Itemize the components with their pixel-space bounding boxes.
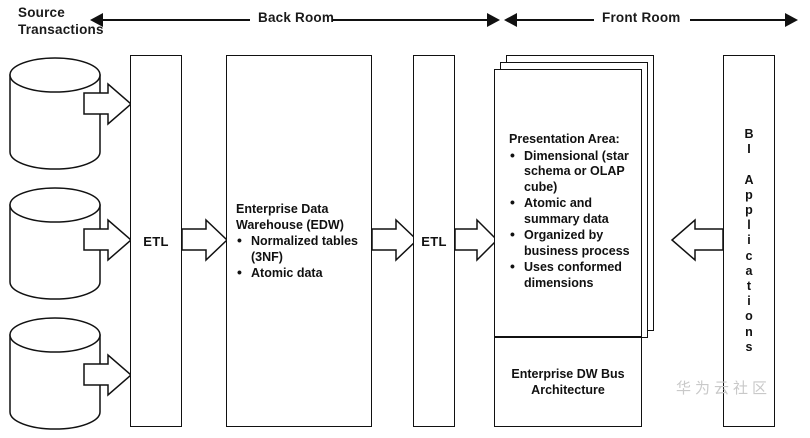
bus-line2: Architecture [531,383,605,397]
edw-bullet-1: Atomic data [236,265,368,282]
etl-box-second: ETL [413,55,455,427]
edw-title-line2: Warehouse (EDW) [236,217,344,232]
bus-line1: Enterprise DW Bus [511,367,625,381]
back-room-rule-right [332,19,487,21]
enterprise-dw-bus-architecture-box: Enterprise DW Bus Architecture [494,337,642,427]
block-arrow-right-icon-etl1-edw [181,218,229,262]
back-room-rule-left [102,19,250,21]
block-arrow-right-icon-etl2-pres [454,218,499,262]
front-room-arrow-left-icon [504,13,517,27]
front-room-arrow-right-icon [785,13,798,27]
presentation-bullet-1: Atomic and summary data [509,195,641,227]
edw-bullet-list: Normalized tables (3NF)Atomic data [236,233,368,282]
etl-first-label: ETL [143,233,169,249]
enterprise-data-warehouse-box: Enterprise Data Warehouse (EDW) Normaliz… [226,55,372,427]
presentation-area-box: Presentation Area: Dimensional (star sch… [494,69,642,337]
source-cylinder-3 [9,317,101,430]
front-room-rule-right [690,19,785,21]
bi-applications-label: B I A p p l i c a t i o n s [744,126,754,354]
presentation-bullet-0: Dimensional (star schema or OLAP cube) [509,148,641,196]
etl-second-label: ETL [421,233,447,249]
source-cylinder-2 [9,187,101,300]
edw-title-line1: Enterprise Data [236,202,329,216]
presentation-title: Presentation Area: [509,132,620,146]
presentation-bullet-3: Uses conformed dimensions [509,259,641,291]
front-room-label: Front Room [602,10,681,25]
watermark-text: 华为云社区 [676,379,772,397]
presentation-bullet-list: Dimensional (star schema or OLAP cube)At… [509,148,641,292]
block-arrow-right-icon-3 [83,353,133,397]
block-arrow-left-icon-bi-pres [670,218,724,262]
source-transactions-label: Source Transactions [18,4,104,38]
source-label-line1: Source [18,5,65,20]
etl-box-first: ETL [130,55,182,427]
edw-bullet-0: Normalized tables (3NF) [236,233,368,265]
front-room-rule-left [516,19,594,21]
presentation-bullet-2: Organized by business process [509,227,641,259]
back-room-arrow-left-icon [90,13,103,27]
back-room-arrow-right-icon [487,13,500,27]
source-label-line2: Transactions [18,22,104,37]
block-arrow-right-icon-edw-etl2 [371,218,419,262]
block-arrow-right-icon-2 [83,218,133,262]
block-arrow-right-icon-1 [83,82,133,126]
bi-applications-box: B I A p p l i c a t i o n s [723,55,775,427]
source-cylinder-1 [9,57,101,170]
back-room-label: Back Room [258,10,335,25]
